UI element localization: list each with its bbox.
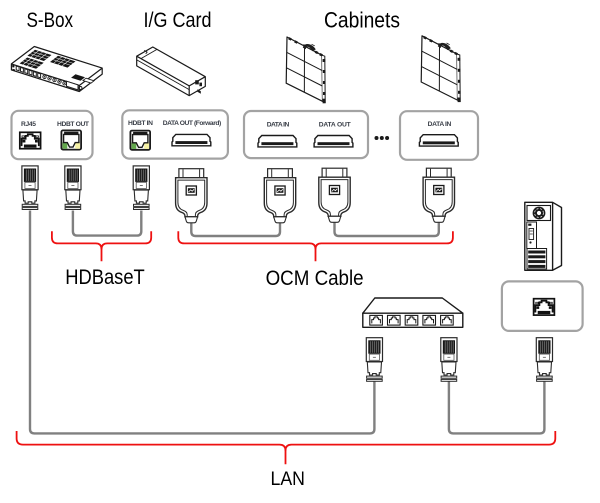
svg-text:OCM Cable: OCM Cable (266, 266, 364, 290)
svg-text:LAN: LAN (271, 468, 305, 490)
svg-text:DATA IN: DATA IN (428, 121, 452, 128)
svg-text:HDBT OUT: HDBT OUT (57, 121, 90, 128)
svg-text:S-Box: S-Box (26, 8, 73, 32)
svg-text:DATA IN: DATA IN (267, 122, 290, 129)
svg-text:I/G Card: I/G Card (144, 8, 212, 32)
svg-text:HDBaseT: HDBaseT (65, 265, 145, 289)
svg-text:Cabinets: Cabinets (324, 8, 400, 33)
svg-text:RJ45: RJ45 (21, 121, 36, 128)
svg-text:HDBT IN: HDBT IN (128, 120, 153, 127)
svg-text:DATA OUT (Forward): DATA OUT (Forward) (163, 120, 222, 127)
svg-text:DATA OUT: DATA OUT (319, 122, 352, 129)
